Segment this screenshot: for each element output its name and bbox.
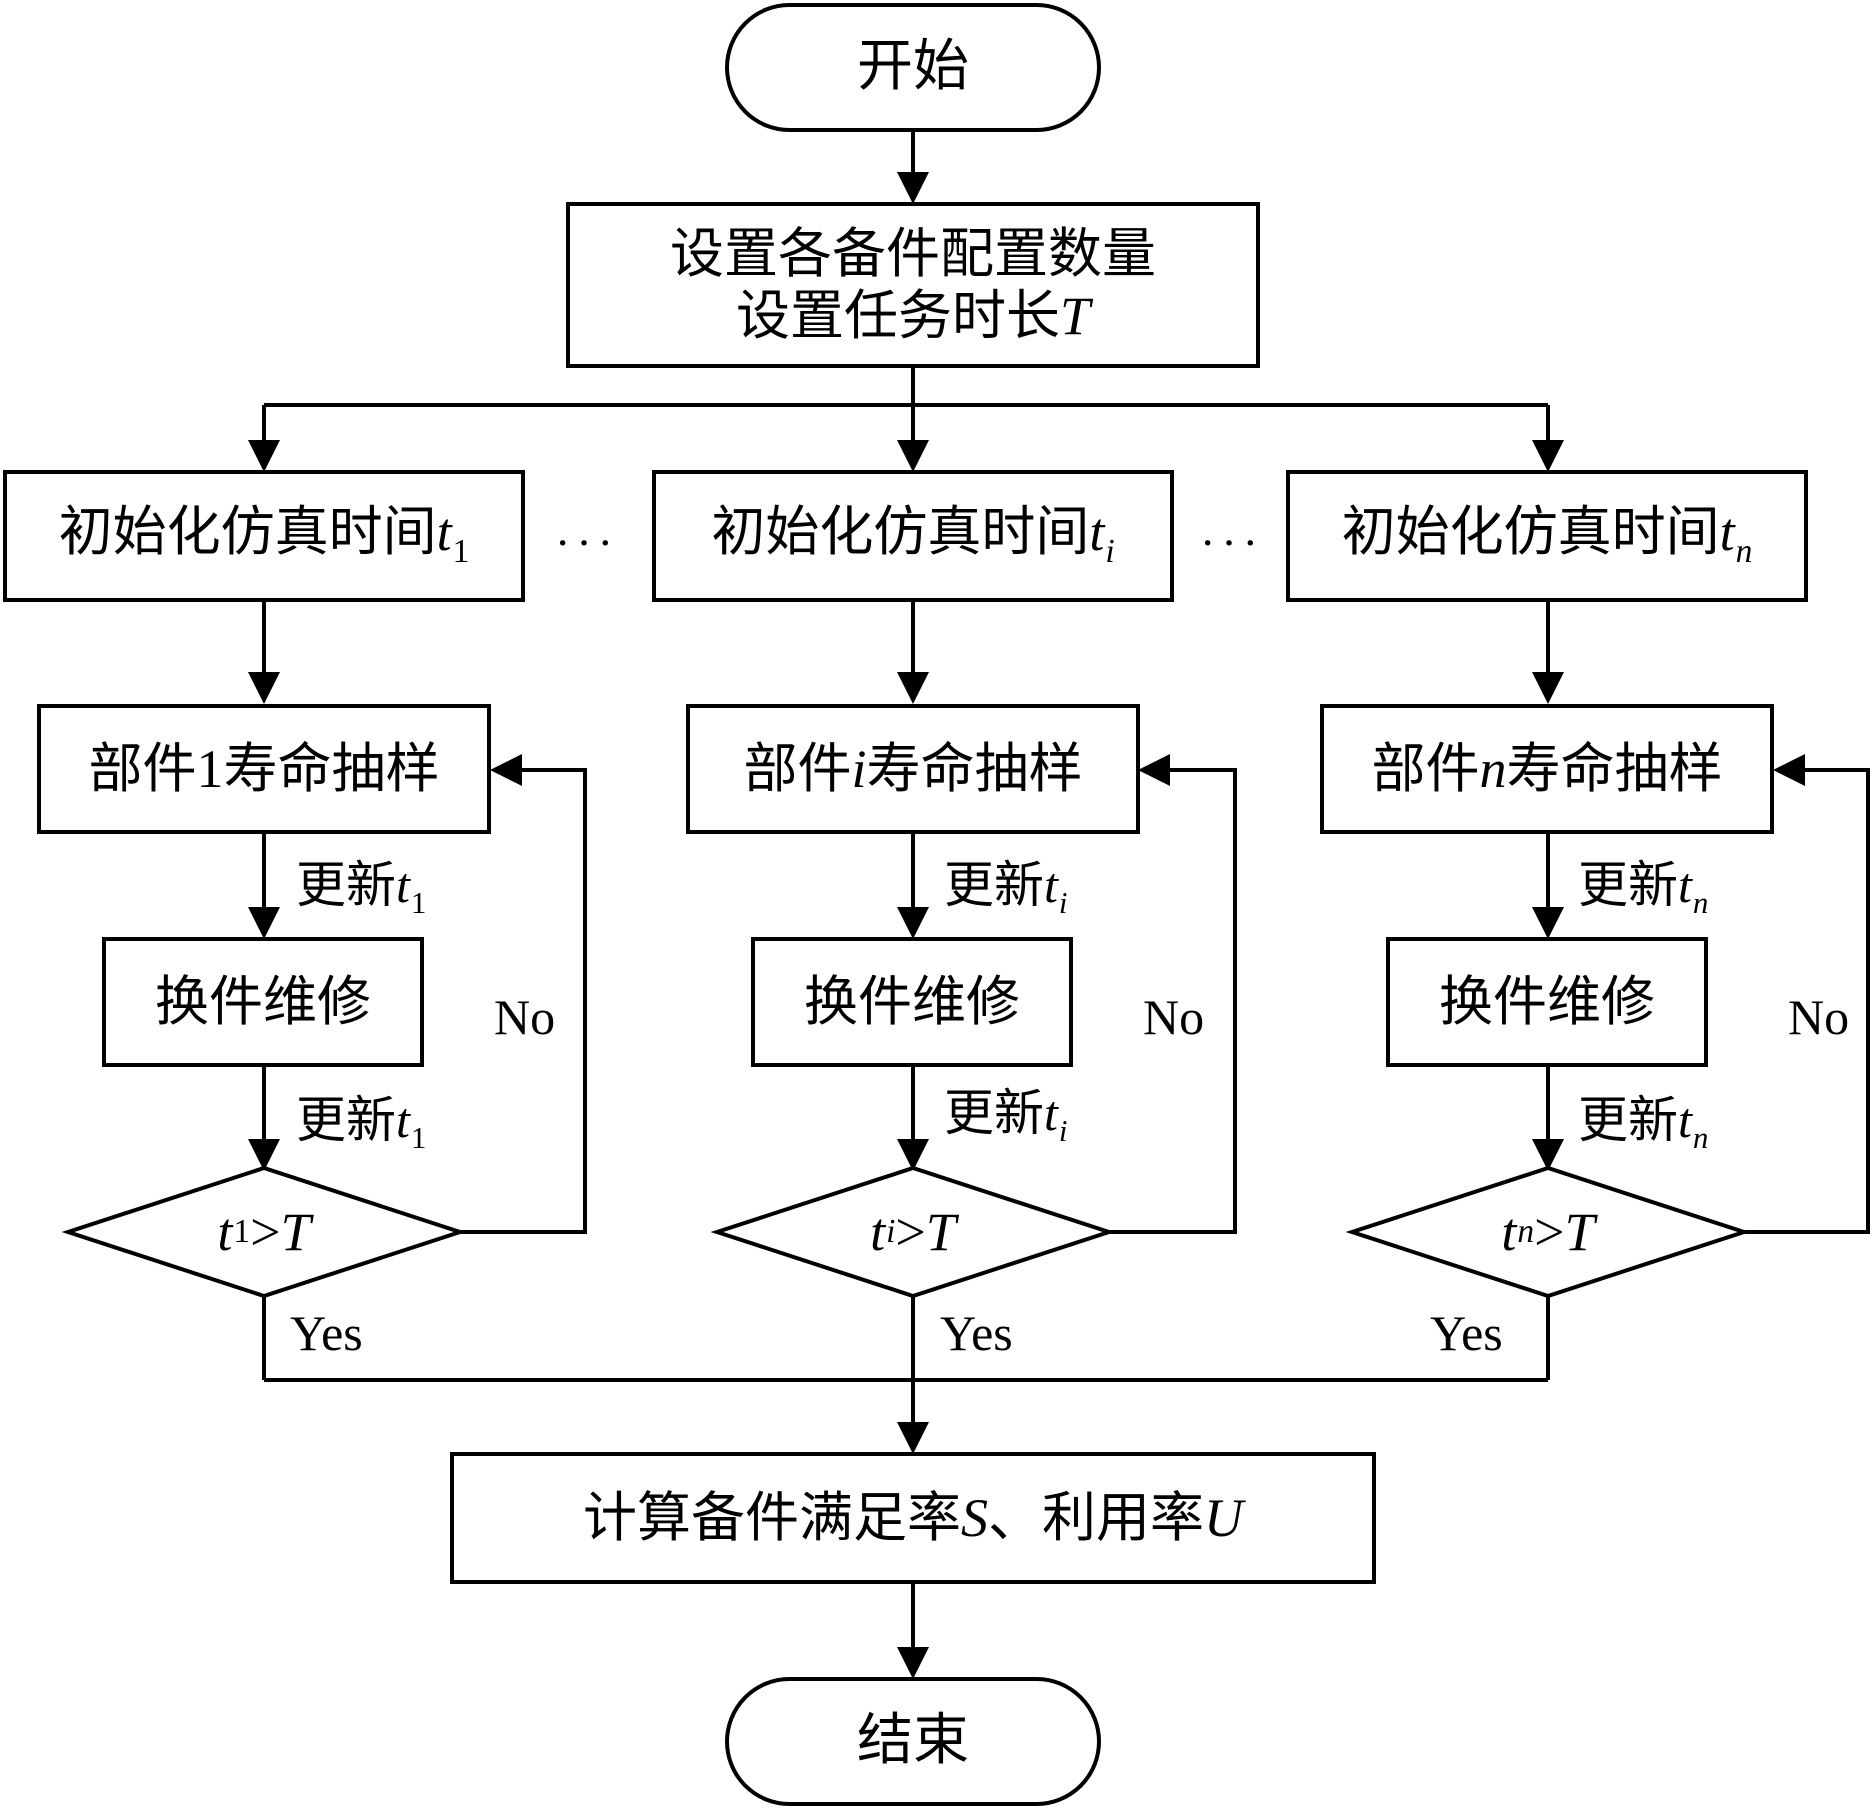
life-sampling-box-i: 部件i寿命抽样: [686, 704, 1140, 834]
satisfaction-var: S: [961, 1487, 988, 1548]
sampling-prefix-1: 部件: [88, 736, 197, 800]
sampling-prefix-i: 部件: [743, 736, 852, 800]
end-label: 结束: [857, 1708, 969, 1774]
sampling-suffix-1: 寿命抽样: [223, 736, 440, 800]
sampling-var-i: i: [851, 738, 867, 799]
init-label-n: 初始化仿真时间: [1341, 499, 1720, 563]
update-label-1b: 更新t1: [296, 1091, 427, 1155]
compute-rates-box: 计算备件满足率S、利用率U: [450, 1452, 1376, 1584]
decision-diamond-i: [710, 1165, 1116, 1299]
no-label-i: No: [1143, 989, 1205, 1045]
decision-diamond-n: [1345, 1165, 1751, 1299]
repair-box-n: 换件维修: [1386, 937, 1708, 1067]
no-label-n: No: [1788, 989, 1850, 1045]
life-sampling-box-1: 部件1寿命抽样: [37, 704, 491, 834]
sampling-prefix-n: 部件: [1371, 736, 1480, 800]
init-time-box-i: 初始化仿真时间ti: [652, 470, 1174, 602]
repair-box-1: 换件维修: [102, 937, 424, 1067]
loop-no-n: [1744, 754, 1870, 1234]
setup-process-box: 设置各备件配置数量 设置任务时长T: [566, 202, 1260, 368]
compute-prefix: 计算备件满足率: [583, 1485, 961, 1549]
update-label-ia: 更新ti: [944, 856, 1068, 920]
yes-label-n: Yes: [1430, 1305, 1503, 1361]
init-sub-i: i: [1105, 532, 1115, 570]
init-time-box-1: 初始化仿真时间t1: [3, 470, 525, 602]
setup-line-1: 设置各备件配置数量: [670, 221, 1156, 285]
setup-line-2-text: 设置任务时长: [735, 284, 1060, 347]
repair-box-i: 换件维修: [751, 937, 1073, 1067]
init-var-1: t: [436, 501, 452, 562]
setup-line-2: 设置任务时长T: [735, 284, 1091, 347]
setup-duration-var: T: [1059, 286, 1091, 346]
loop-no-i: [1109, 754, 1237, 1234]
repair-label-n: 换件维修: [1439, 969, 1655, 1033]
repair-label-1: 换件维修: [155, 969, 371, 1033]
init-var-n: t: [1719, 501, 1735, 562]
sampling-var-1: 1: [196, 738, 224, 799]
repair-label-i: 换件维修: [804, 969, 1020, 1033]
init-sub-n: n: [1735, 532, 1753, 570]
start-terminal: 开始: [725, 3, 1101, 132]
end-terminal: 结束: [725, 1677, 1101, 1806]
start-label: 开始: [857, 34, 969, 100]
init-var-i: t: [1089, 501, 1105, 562]
init-sub-1: 1: [452, 532, 470, 570]
sampling-suffix-i: 寿命抽样: [866, 736, 1083, 800]
decision-diamond-1: [61, 1165, 467, 1299]
ellipsis-right: ···: [1200, 517, 1264, 568]
ellipsis-left: ···: [555, 517, 619, 568]
no-label-1: No: [494, 989, 556, 1045]
update-label-1a: 更新t1: [296, 856, 427, 920]
life-sampling-box-n: 部件n寿命抽样: [1320, 704, 1774, 834]
update-label-ib: 更新ti: [944, 1084, 1068, 1148]
update-label-na: 更新tn: [1578, 856, 1709, 920]
sampling-suffix-n: 寿命抽样: [1506, 736, 1723, 800]
compute-mid: 、利用率: [988, 1485, 1204, 1549]
init-time-box-n: 初始化仿真时间tn: [1286, 470, 1808, 602]
update-label-nb: 更新tn: [1578, 1091, 1709, 1155]
yes-label-1: Yes: [290, 1305, 363, 1361]
init-label-i: 初始化仿真时间: [711, 499, 1090, 563]
loop-no-1: [460, 754, 587, 1234]
utilization-var: U: [1204, 1487, 1243, 1548]
init-label-1: 初始化仿真时间: [58, 499, 437, 563]
sampling-var-n: n: [1479, 738, 1507, 799]
yes-label-i: Yes: [940, 1305, 1013, 1361]
